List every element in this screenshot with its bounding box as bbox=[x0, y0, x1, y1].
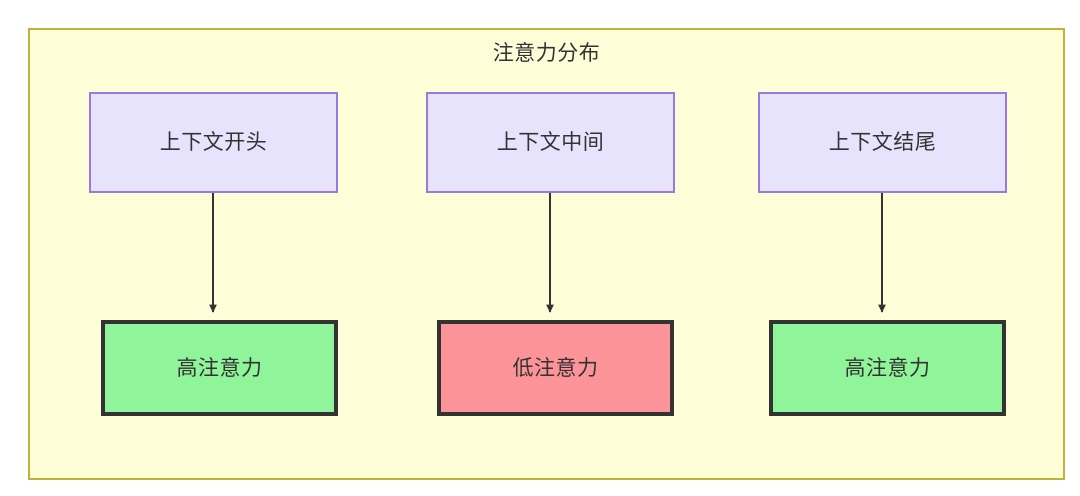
subgraph-title: 注意力分布 bbox=[492, 41, 601, 65]
node-context-start[interactable]: 上下文开头 bbox=[89, 92, 338, 193]
node-attention-end[interactable]: 高注意力 bbox=[769, 320, 1006, 416]
node-context-middle[interactable]: 上下文中间 bbox=[426, 92, 675, 193]
node-context-end[interactable]: 上下文结尾 bbox=[758, 92, 1007, 193]
node-attention-start[interactable]: 高注意力 bbox=[101, 320, 338, 416]
node-attention-middle[interactable]: 低注意力 bbox=[437, 320, 674, 416]
